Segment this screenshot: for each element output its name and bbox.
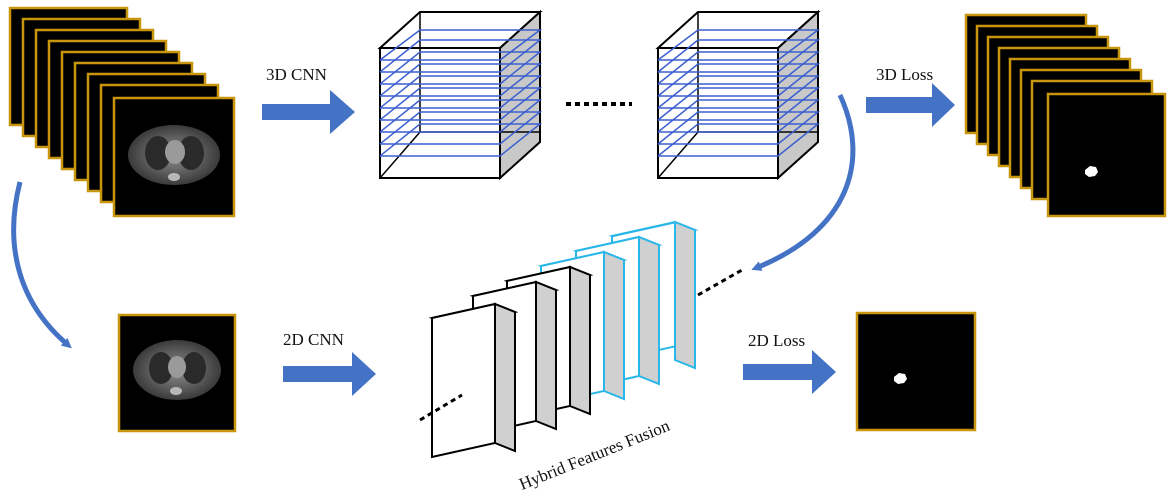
label-2d-loss: 2D Loss — [748, 331, 805, 350]
ct-chest-slice-icon — [128, 125, 220, 185]
input-ct-stack — [8, 6, 236, 218]
arrow-3d-cnn — [262, 90, 355, 134]
feature-cube-left — [377, 9, 543, 181]
input-2d-slice — [117, 313, 237, 433]
ct-chest-slice-icon — [133, 340, 221, 400]
fusion-blocks — [428, 220, 699, 459]
feature-cube-right — [655, 9, 821, 181]
curve-arrow-to-fusion — [751, 93, 856, 271]
output-mask-stack — [964, 13, 1167, 218]
arrow-2d-loss — [743, 350, 836, 394]
fusion-block-2d — [428, 302, 519, 459]
fusion-dash-right — [697, 268, 743, 297]
fusion-dash-left — [419, 393, 463, 422]
ct-slice-front — [112, 96, 236, 218]
output-2d-mask — [855, 311, 977, 432]
segmentation-mask-icon — [894, 373, 907, 384]
arrow-3d-loss — [866, 83, 955, 127]
label-3d-loss: 3D Loss — [876, 65, 933, 84]
label-2d-cnn: 2D CNN — [283, 330, 344, 349]
segmentation-mask-icon — [1085, 166, 1098, 177]
curve-arrow-to-2d — [11, 181, 72, 349]
arrow-2d-cnn — [283, 352, 376, 396]
label-3d-cnn: 3D CNN — [266, 65, 327, 84]
label-hybrid-fusion: Hybrid Features Fusion — [516, 416, 672, 494]
